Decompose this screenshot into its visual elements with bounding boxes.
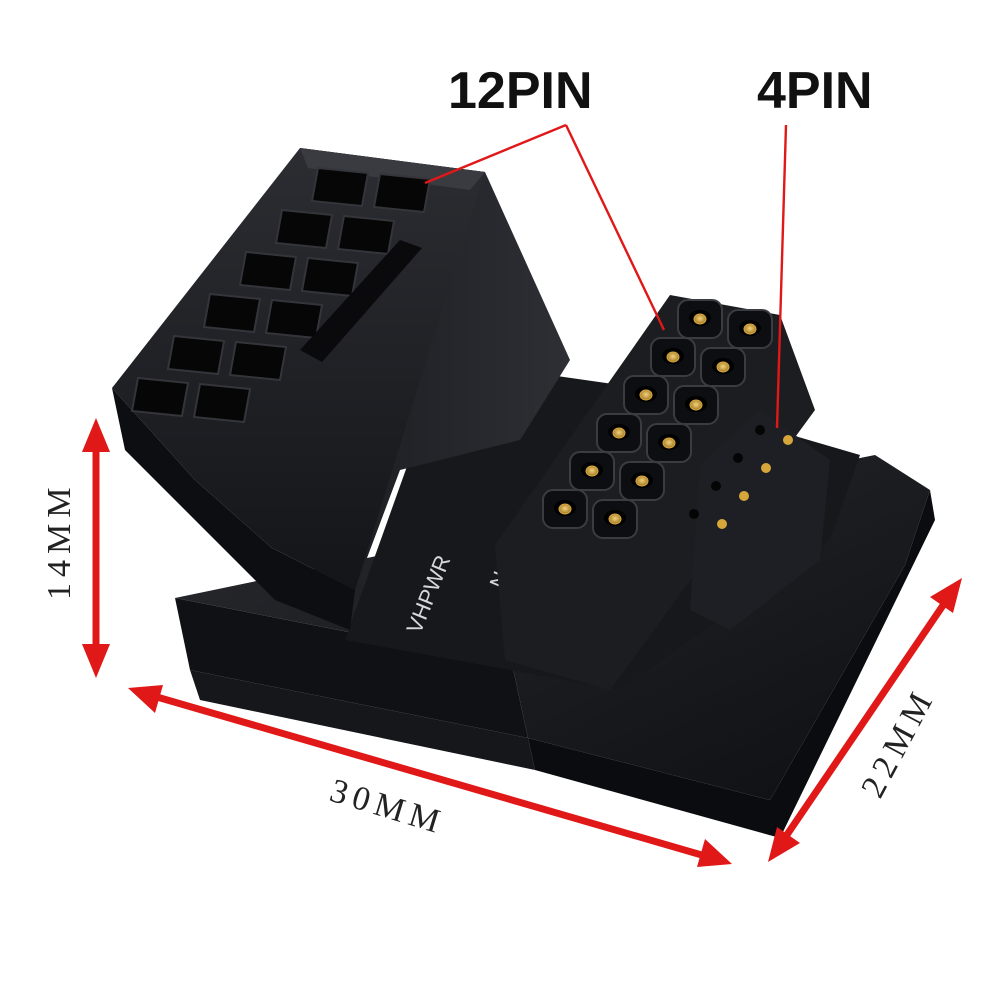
receptacle-socket [372, 172, 432, 214]
receptacle-socket [310, 166, 370, 208]
header-pin-contact [689, 399, 703, 411]
label-4pin: 4PIN [757, 62, 873, 120]
receptacle-12pin-block [112, 148, 570, 630]
dimension-arrow-depth [768, 578, 962, 862]
receptacle-socket [228, 340, 288, 382]
receptacle-socket [238, 250, 298, 292]
header-4pin-block [689, 410, 830, 630]
sense-pin [733, 453, 743, 463]
sense-pin [783, 435, 793, 445]
header-pin-contact [608, 513, 622, 525]
callout-leader-lines [424, 123, 788, 429]
header-pin-contact [666, 351, 680, 363]
sense-pin [755, 425, 765, 435]
header-pin-contact [743, 323, 757, 335]
sense-pin [761, 463, 771, 473]
sense-pin [689, 509, 699, 519]
header-12pin-block [495, 295, 815, 690]
sense-pin-row [689, 425, 793, 529]
sense-pin [711, 481, 721, 491]
dimension-arrow-height [82, 418, 110, 678]
receptacle-latch-slot [300, 240, 422, 362]
receptacle-socket [202, 292, 262, 334]
receptacle-socket [274, 208, 334, 250]
receptacle-socket [166, 334, 226, 376]
header-pin-contact [639, 389, 653, 401]
leader-12pin-left [424, 123, 567, 185]
receptacle-socket [192, 382, 252, 424]
receptacle-socket [130, 376, 190, 418]
sense-pin [739, 491, 749, 501]
header-pin-contact [716, 361, 730, 373]
dimension-height-text: 14MM [41, 482, 78, 600]
header-pin-contact [585, 465, 599, 477]
header-pin-contact [635, 475, 649, 487]
header-pin-contact [662, 437, 676, 449]
sense-pin [717, 519, 727, 529]
receptacle-socket [300, 256, 360, 298]
leader-4pin [775, 124, 788, 429]
dimension-width-text: 30MM [326, 772, 450, 842]
header-pin-contact [612, 427, 626, 439]
header-pin-contact [558, 503, 572, 515]
header-pin-contact [693, 313, 707, 325]
dimension-depth-text: 22MM [854, 682, 942, 804]
dimension-arrow-width [128, 685, 732, 867]
label-12pin: 12PIN [448, 62, 593, 120]
pin-grid-12pin [542, 299, 773, 539]
receptacle-socket [264, 298, 324, 340]
leader-12pin-right [564, 124, 666, 331]
socket-grid-12pin [130, 166, 432, 424]
receptacle-socket [336, 214, 396, 256]
